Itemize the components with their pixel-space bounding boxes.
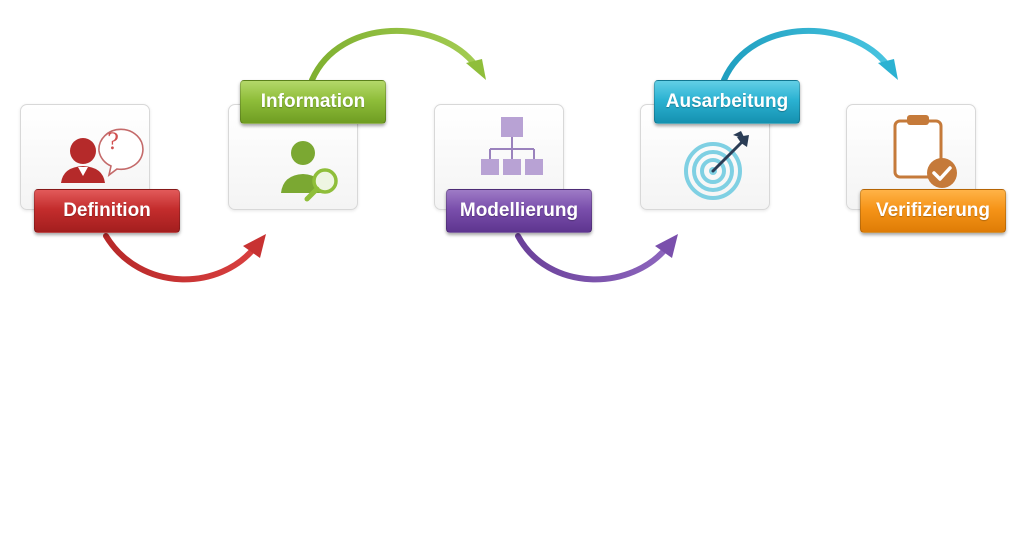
svg-text:?: ? xyxy=(107,130,119,155)
step-label-text: Definition xyxy=(63,200,151,221)
clipboard-check-icon xyxy=(893,115,957,188)
step-label-text: Verifizierung xyxy=(875,200,991,221)
step-label-modellierung[interactable]: Modellierung xyxy=(446,189,592,233)
step-label-definition[interactable]: Definition xyxy=(34,189,180,233)
target-icon xyxy=(684,131,749,200)
arrow-information-to-modellierung xyxy=(309,28,486,83)
person-question-icon: ? xyxy=(61,128,144,183)
arrow-definition-to-information xyxy=(103,233,266,283)
step-label-text: Modellierung xyxy=(459,200,579,221)
step-label-ausarbeitung[interactable]: Ausarbeitung xyxy=(654,80,800,124)
step-label-information[interactable]: Information xyxy=(240,80,386,124)
step-label-verifizierung[interactable]: Verifizierung xyxy=(860,189,1006,233)
step-label-text: Ausarbeitung xyxy=(665,91,789,112)
person-search-icon xyxy=(281,141,338,202)
arrow-ausarbeitung-to-verifizierung xyxy=(721,28,898,83)
arrow-modellierung-to-ausarbeitung xyxy=(515,233,678,283)
step-label-text: Information xyxy=(260,91,366,112)
hierarchy-icon xyxy=(481,117,543,175)
